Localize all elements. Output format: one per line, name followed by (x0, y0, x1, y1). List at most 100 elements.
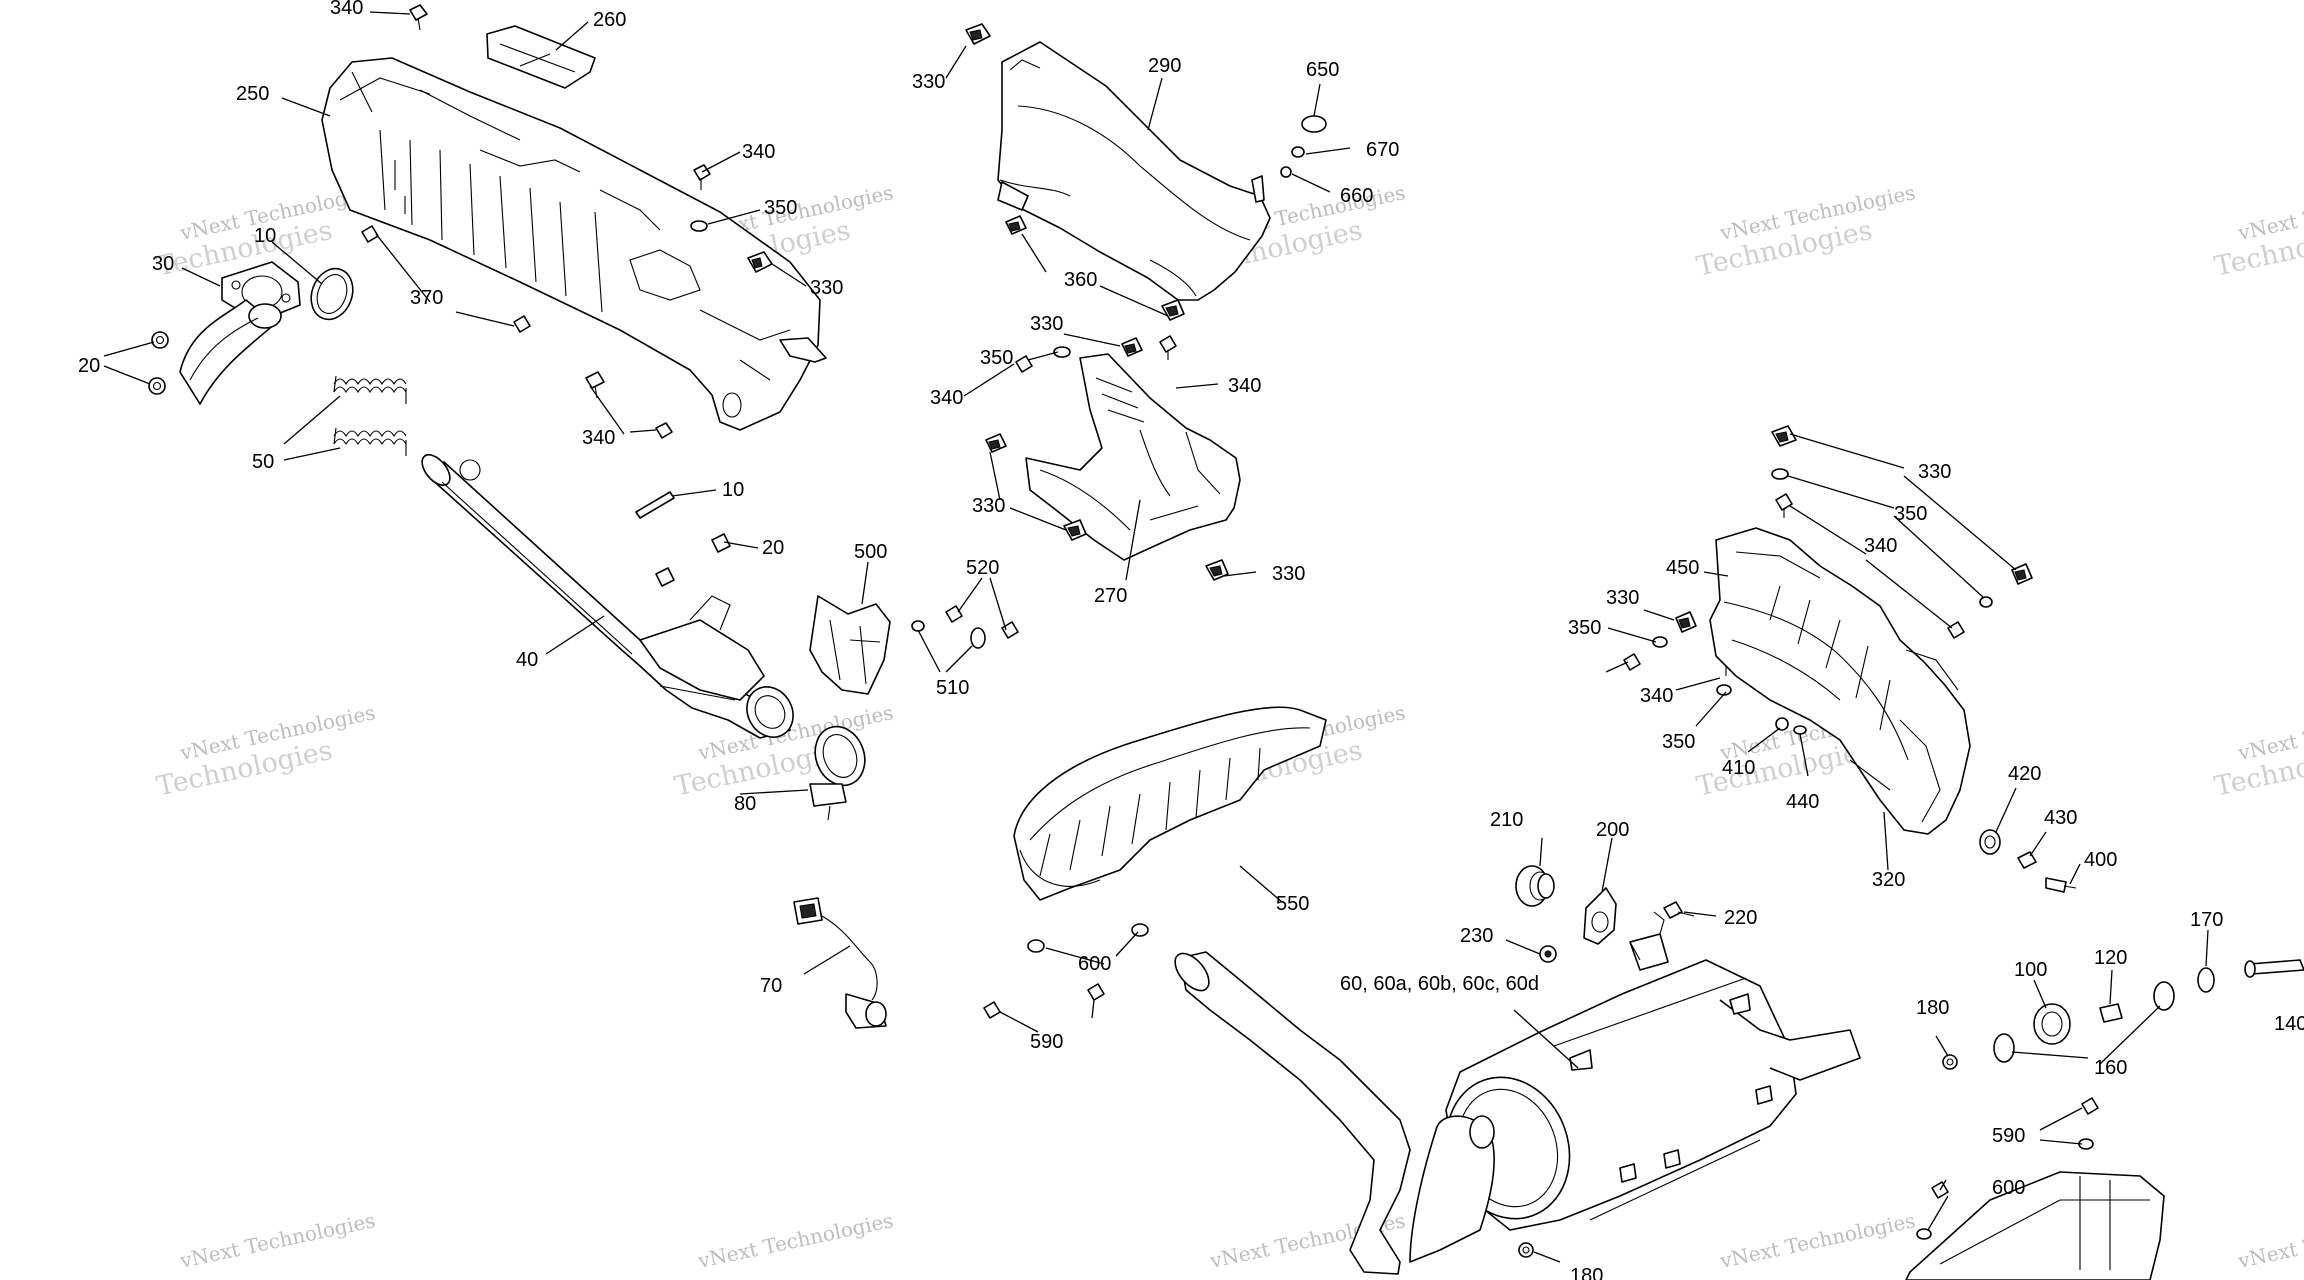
callout-550: 550 (1276, 893, 1309, 915)
part-140-rod (2244, 959, 2304, 978)
part-160-washers (1993, 981, 2175, 1063)
callout-330: 330 (972, 495, 1005, 517)
callout-330: 330 (1030, 313, 1063, 335)
part-340-screws-left (409, 4, 711, 439)
callout-420: 420 (2008, 763, 2041, 785)
part-170-washer (2197, 967, 2215, 993)
callout-220: 220 (1724, 907, 1757, 929)
callout-400: 400 (2084, 849, 2117, 871)
watermark-text: vNext Technologies (2235, 1208, 2304, 1273)
callout-440: 440 (1786, 791, 1819, 813)
callout-50: 50 (252, 451, 274, 473)
callout-340: 340 (330, 0, 363, 19)
part-410-nut (1775, 717, 1789, 731)
callout-340: 340 (1864, 535, 1897, 557)
callout-340: 340 (582, 427, 615, 449)
callout-200: 200 (1596, 819, 1629, 841)
part-290-heat-shield (997, 41, 1271, 301)
callout-270: 270 (1094, 585, 1127, 607)
part-350-washers-right (1652, 468, 1993, 696)
callout-360: 360 (1064, 269, 1097, 291)
part-200-bracket (1583, 887, 1617, 945)
callout-430: 430 (2044, 807, 2077, 829)
callout-160: 160 (2094, 1057, 2127, 1079)
callout-350: 350 (1662, 731, 1695, 753)
part-70-o2-sensor (793, 897, 887, 1029)
part-500-bracket (809, 595, 891, 695)
part-330-clip-right (1771, 425, 2033, 585)
part-120-sleeve (2099, 1003, 2123, 1023)
callout-320: 320 (1872, 869, 1905, 891)
callout-260: 260 (593, 9, 626, 31)
part-210-grommet (1515, 865, 1555, 907)
callout-210: 210 (1490, 809, 1523, 831)
callout-140: 140 (2274, 1013, 2304, 1035)
callout-180: 180 (1916, 997, 1949, 1019)
callout-340: 340 (930, 387, 963, 409)
callout-230: 230 (1460, 925, 1493, 947)
part-20-clips (655, 533, 731, 587)
callout-670: 670 (1366, 139, 1399, 161)
part-50-springs (333, 375, 407, 456)
part-330-clip-top (965, 23, 991, 45)
part-330-clip-shield (1675, 611, 1697, 633)
callout-250: 250 (236, 83, 269, 105)
callout-330: 330 (1272, 563, 1305, 585)
part-10-gasket (310, 267, 354, 321)
part-320-heat-shield (1709, 527, 1971, 835)
callout-340: 340 (1640, 685, 1673, 707)
callout-10: 10 (722, 479, 744, 501)
part-330-clips-mid (985, 337, 1229, 581)
callout-170: 170 (2190, 909, 2223, 931)
part-rear-shield-partial (1905, 1171, 2165, 1280)
part-270-heat-shield (1025, 353, 1241, 561)
callout-650: 650 (1306, 59, 1339, 81)
callout-350: 350 (1894, 503, 1927, 525)
callout-330: 330 (1606, 587, 1639, 609)
callout-350: 350 (980, 347, 1013, 369)
callout-600: 600 (1992, 1177, 2025, 1199)
callout-labels: 340 260 250 340 350 330 10 30 20 370 340… (78, 0, 2304, 1280)
callout-510: 510 (936, 677, 969, 699)
callout-600: 600 (1078, 953, 1111, 975)
part-330-clip-left (747, 251, 773, 273)
part-510-washers (911, 620, 986, 649)
callout-100: 100 (2014, 959, 2047, 981)
callout-330: 330 (912, 71, 945, 93)
callout-410: 410 (1722, 757, 1755, 779)
part-220-screw (1663, 901, 1695, 919)
callout-370: 370 (410, 287, 443, 309)
part-350-washer-mid (1053, 346, 1071, 358)
callout-60-series: 60, 60a, 60b, 60c, 60d (1340, 973, 1539, 995)
part-660-nut (1280, 166, 1292, 178)
callout-450: 450 (1666, 557, 1699, 579)
part-670-washer (1291, 146, 1305, 158)
part-600-washers (1027, 923, 1149, 953)
part-60-muffler (1174, 911, 1861, 1275)
callout-40: 40 (516, 649, 538, 671)
callout-20: 20 (78, 355, 100, 377)
part-420-bushing (1979, 829, 2001, 855)
part-10-pin (635, 491, 675, 519)
callout-20: 20 (762, 537, 784, 559)
callout-350: 350 (764, 197, 797, 219)
callout-590: 590 (1992, 1125, 2025, 1147)
watermark-text: vNext Technologies (695, 1208, 895, 1273)
leader-lines (103, 11, 2209, 1263)
part-400-screw (2045, 877, 2077, 893)
part-30-elbow-flange (179, 261, 301, 405)
part-650-plug (1301, 115, 1327, 133)
callout-660: 660 (1340, 185, 1373, 207)
callout-120: 120 (2094, 947, 2127, 969)
part-40-long-pipe (421, 453, 794, 739)
part-430-sleeve (2017, 851, 2037, 869)
callout-290: 290 (1148, 55, 1181, 77)
callout-30: 30 (152, 253, 174, 275)
part-260-plate (486, 25, 596, 89)
part-230-nut (1539, 945, 1557, 963)
callout-500: 500 (854, 541, 887, 563)
callout-70: 70 (760, 975, 782, 997)
callout-520: 520 (966, 557, 999, 579)
